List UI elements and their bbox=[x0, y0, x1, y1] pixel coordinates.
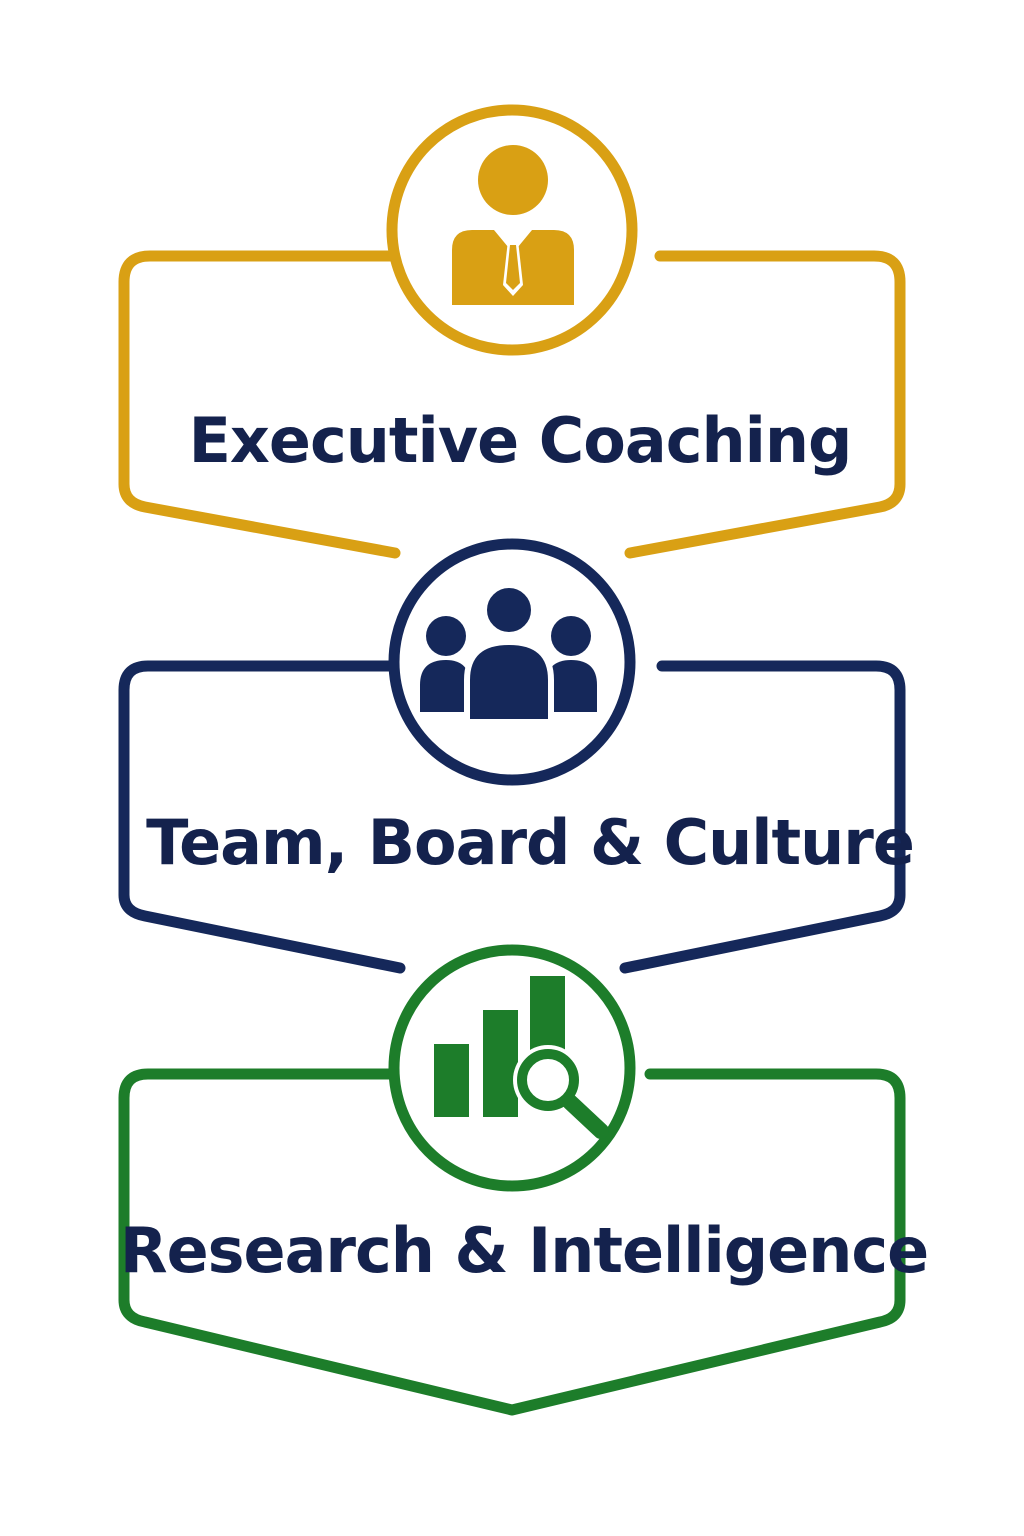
stage-executive-coaching: Executive Coaching bbox=[118, 104, 906, 559]
stage-1-label: Executive Coaching bbox=[189, 404, 852, 477]
stage-3-frame bbox=[118, 1068, 906, 1416]
research-chart-magnifier-icon bbox=[434, 976, 609, 1139]
stage-3-label: Research & Intelligence bbox=[120, 1214, 928, 1287]
team-group-icon bbox=[420, 582, 597, 725]
stage-team-board-culture: Team, Board & Culture bbox=[118, 538, 915, 974]
stage-2-frame bbox=[118, 660, 906, 974]
stage-1-frame bbox=[118, 250, 906, 559]
stage-2-label: Team, Board & Culture bbox=[146, 806, 914, 879]
stage-research-intelligence: Research & Intelligence bbox=[118, 944, 929, 1416]
executive-person-icon bbox=[452, 145, 574, 305]
